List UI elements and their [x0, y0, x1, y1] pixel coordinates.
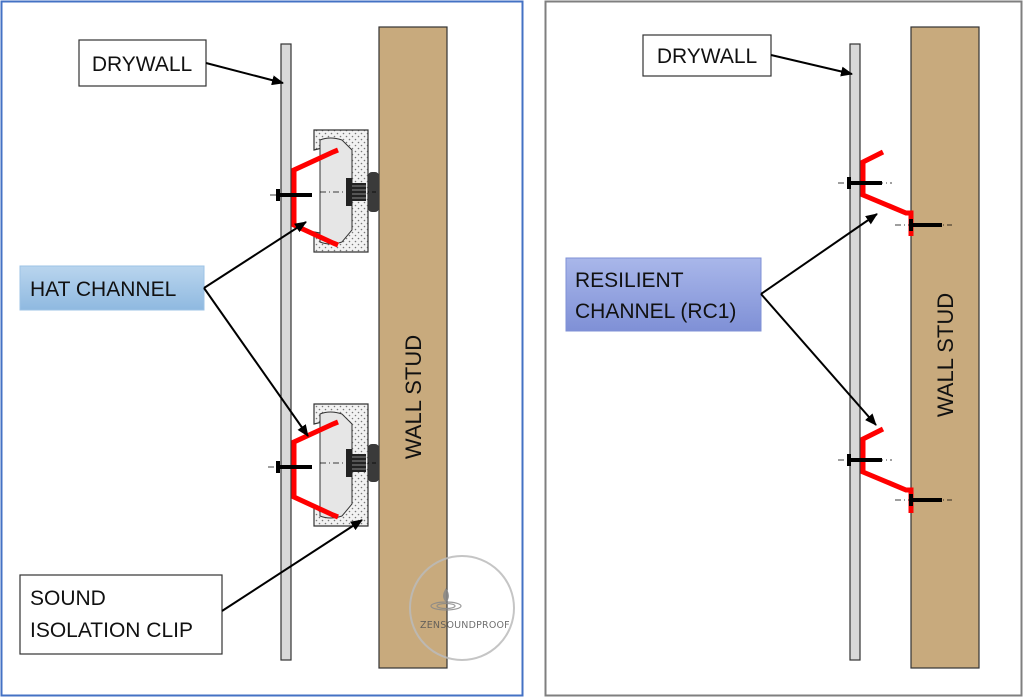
upper-rc-screws [838, 177, 952, 231]
clip-arrow [221, 519, 363, 612]
right-drywall-label: DRYWALL [657, 45, 757, 68]
left-drywall-label: DRYWALL [92, 53, 192, 76]
watermark-text: ZENSOUNDPROOF [420, 620, 510, 631]
lower-screws [268, 449, 376, 477]
clip-callout-box [19, 574, 223, 655]
rc-label-line2: CHANNEL (RC1) [575, 300, 736, 323]
rc-arrow-upper [760, 213, 878, 295]
hat-channel-label: HAT CHANNEL [30, 278, 176, 301]
right-stud-label: WALL STUD [933, 293, 958, 417]
watermark-logo: ZENSOUNDPROOF [409, 555, 515, 661]
lower-resilient-channel [860, 426, 914, 513]
right-wall-stud [910, 26, 980, 669]
upper-resilient-channel [860, 149, 914, 236]
left-drywall-arrow [205, 62, 284, 86]
right-drywall-callout-box [642, 34, 772, 77]
right-panel: WALL STUD DRYWALL RESILIENT [544, 0, 1023, 697]
right-drywall-arrow [770, 54, 853, 77]
right-drywall-board [849, 43, 861, 661]
clip-label-line2: ISOLATION CLIP [30, 619, 193, 642]
lower-hat-channel [291, 419, 339, 520]
left-stud-label: WALL STUD [401, 335, 426, 459]
left-panel: WALL STUD [0, 0, 524, 697]
rc-label-line1: RESILIENT [575, 269, 684, 292]
left-drywall-board [280, 43, 292, 661]
upper-screws [270, 178, 376, 206]
rc-callout-box [565, 257, 762, 332]
hat-channel-arrow-upper [203, 221, 307, 289]
rc-arrow-lower [760, 293, 877, 426]
clip-label-line1: SOUND [30, 587, 106, 610]
lower-rc-screws [838, 454, 952, 506]
upper-hat-channel [291, 147, 339, 248]
hat-channel-arrow-lower [203, 287, 309, 437]
hat-channel-callout-box [19, 265, 205, 311]
left-wall-stud [378, 26, 448, 669]
